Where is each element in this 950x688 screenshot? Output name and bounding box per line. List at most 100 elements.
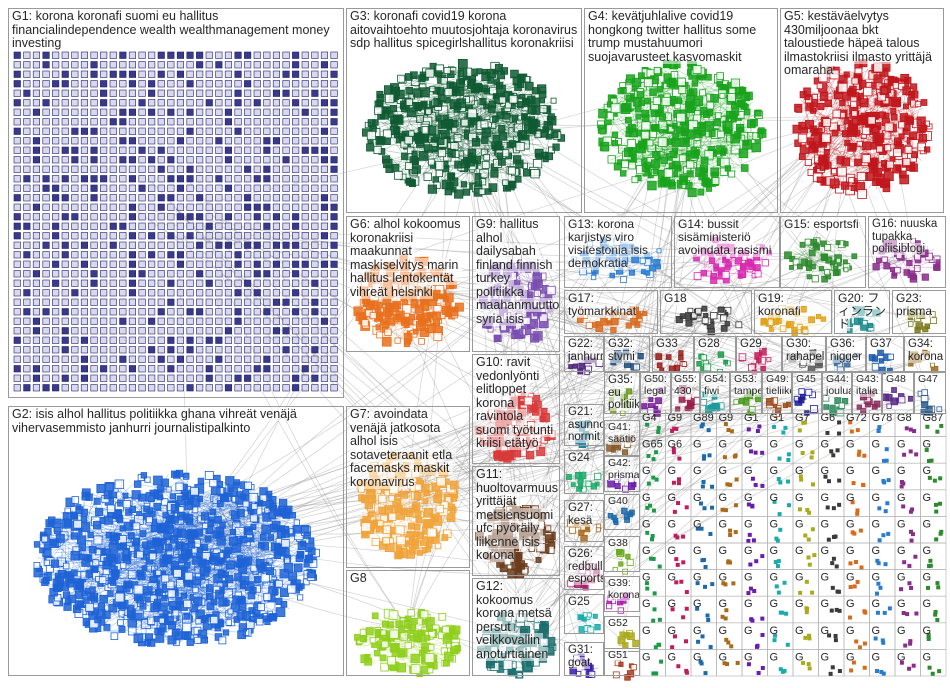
node[interactable] — [90, 118, 98, 126]
node[interactable] — [42, 194, 50, 202]
node[interactable] — [61, 99, 69, 107]
node[interactable] — [272, 89, 281, 97]
node[interactable] — [13, 146, 21, 154]
node[interactable] — [138, 99, 146, 107]
node[interactable] — [282, 99, 290, 107]
node[interactable] — [157, 175, 165, 183]
node[interactable] — [148, 51, 156, 59]
node[interactable] — [42, 99, 50, 107]
node[interactable] — [224, 99, 232, 107]
node[interactable] — [61, 108, 69, 116]
node[interactable] — [301, 99, 309, 107]
node[interactable] — [234, 146, 242, 154]
node[interactable] — [196, 175, 204, 183]
node[interactable] — [330, 165, 338, 173]
node[interactable] — [61, 184, 69, 192]
node[interactable] — [71, 80, 79, 88]
node[interactable] — [282, 89, 290, 97]
node[interactable] — [157, 184, 165, 192]
node[interactable] — [52, 184, 60, 192]
node[interactable] — [23, 51, 31, 59]
node[interactable] — [71, 99, 79, 107]
node[interactable] — [244, 165, 252, 173]
node[interactable] — [23, 156, 31, 164]
node[interactable] — [311, 184, 319, 192]
node[interactable] — [23, 184, 31, 192]
node[interactable] — [205, 165, 213, 173]
node[interactable] — [167, 99, 175, 107]
node[interactable] — [109, 61, 117, 69]
node[interactable] — [109, 165, 117, 173]
node[interactable] — [71, 175, 79, 183]
node[interactable] — [148, 146, 156, 154]
node[interactable] — [330, 137, 338, 145]
node[interactable] — [157, 127, 165, 135]
node[interactable] — [32, 51, 41, 59]
node[interactable] — [71, 184, 79, 192]
node[interactable] — [186, 99, 194, 107]
node[interactable] — [148, 156, 156, 164]
node[interactable] — [109, 127, 117, 135]
node[interactable] — [119, 156, 127, 164]
node[interactable] — [215, 80, 223, 88]
node[interactable] — [61, 137, 69, 145]
node[interactable] — [157, 80, 165, 88]
node[interactable] — [119, 127, 127, 135]
node[interactable] — [42, 137, 50, 145]
node[interactable] — [272, 137, 281, 145]
node[interactable] — [224, 108, 232, 116]
node[interactable] — [71, 51, 79, 59]
node[interactable] — [157, 51, 165, 59]
node[interactable] — [157, 108, 165, 116]
node[interactable] — [244, 61, 252, 69]
node[interactable] — [186, 156, 194, 164]
node[interactable] — [128, 118, 136, 126]
node[interactable] — [234, 137, 242, 145]
node[interactable] — [176, 80, 184, 88]
node[interactable] — [186, 184, 194, 192]
node[interactable] — [100, 184, 108, 192]
node[interactable] — [282, 108, 290, 116]
node[interactable] — [80, 175, 88, 183]
node[interactable] — [13, 127, 21, 135]
node[interactable] — [253, 156, 261, 164]
node[interactable] — [205, 146, 213, 154]
node[interactable] — [234, 108, 242, 116]
node[interactable] — [263, 184, 271, 192]
node[interactable] — [311, 108, 319, 116]
node[interactable] — [80, 194, 88, 202]
node[interactable] — [215, 137, 223, 145]
node[interactable] — [215, 156, 223, 164]
node[interactable] — [80, 137, 88, 145]
node[interactable] — [32, 80, 41, 88]
node[interactable] — [148, 165, 156, 173]
node[interactable] — [215, 165, 223, 173]
node[interactable] — [100, 51, 108, 59]
node[interactable] — [100, 175, 108, 183]
node[interactable] — [205, 175, 213, 183]
node[interactable] — [71, 165, 79, 173]
node[interactable] — [330, 108, 338, 116]
node[interactable] — [119, 137, 127, 145]
node[interactable] — [292, 99, 300, 107]
node[interactable] — [90, 146, 98, 154]
node[interactable] — [128, 127, 136, 135]
node[interactable] — [311, 137, 319, 145]
node[interactable] — [100, 61, 108, 69]
node[interactable] — [71, 137, 79, 145]
node[interactable] — [301, 80, 309, 88]
node[interactable] — [272, 70, 281, 78]
node[interactable] — [234, 89, 242, 97]
node[interactable] — [157, 165, 165, 173]
node[interactable] — [13, 80, 21, 88]
node[interactable] — [263, 118, 271, 126]
node[interactable] — [61, 118, 69, 126]
node[interactable] — [186, 127, 194, 135]
node[interactable] — [196, 51, 204, 59]
node[interactable] — [196, 89, 204, 97]
node[interactable] — [186, 70, 194, 78]
node[interactable] — [263, 61, 271, 69]
node[interactable] — [90, 175, 98, 183]
node[interactable] — [224, 137, 232, 145]
node[interactable] — [176, 165, 184, 173]
